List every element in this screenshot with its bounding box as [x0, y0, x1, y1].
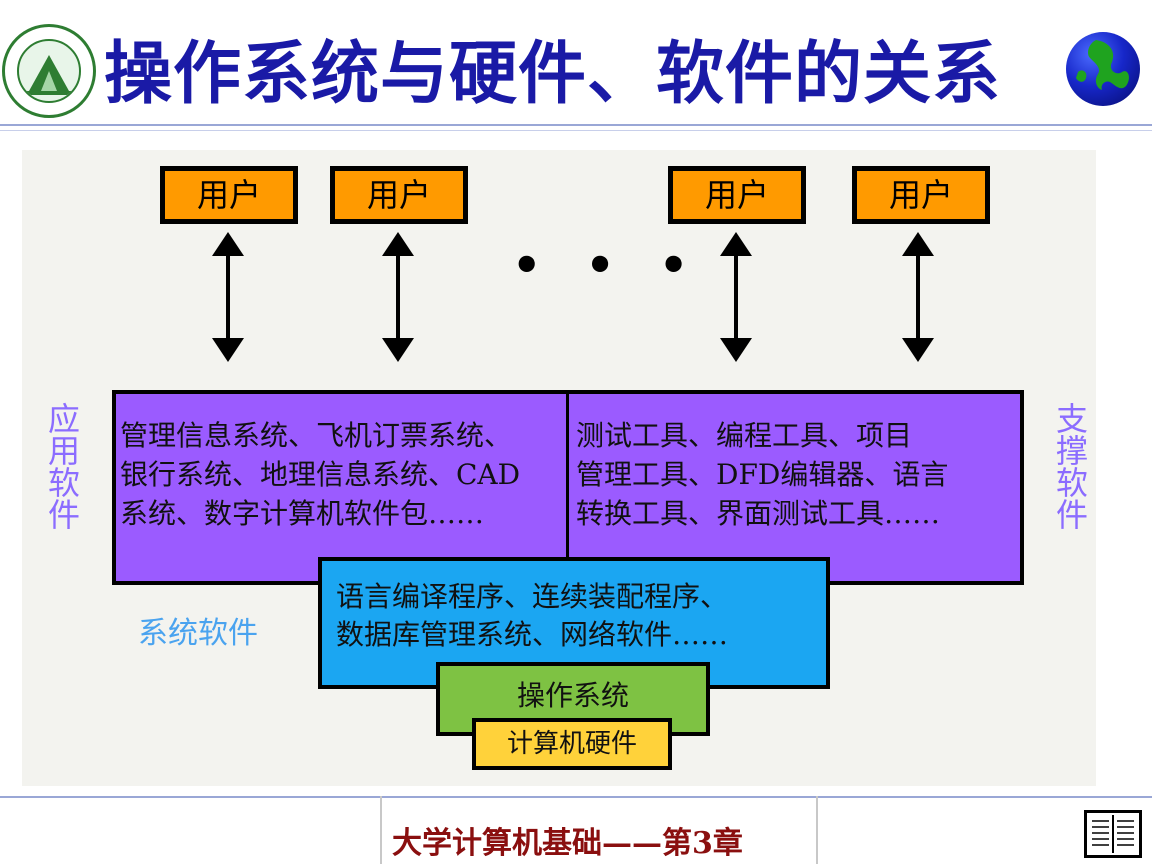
double-arrow-icon [720, 232, 752, 362]
support-software-line-2: 管理工具、DFD编辑器、语言 [576, 458, 949, 491]
page-title: 操作系统与硬件、软件的关系 [104, 35, 1002, 114]
layer-divider [566, 392, 569, 558]
system-software-label: 系统软件 [138, 616, 258, 651]
header-divider-thin [0, 130, 1152, 131]
support-software-line-1: 测试工具、编程工具、项目 [576, 419, 913, 452]
logo-emblem-icon [17, 39, 81, 103]
support-software-line-3: 转换工具、界面测试工具…… [576, 497, 941, 530]
user-box-3: 用户 [668, 166, 806, 224]
system-software-line-2: 数据库管理系统、网络软件…… [336, 618, 729, 651]
double-arrow-icon [212, 232, 244, 362]
application-software-line-2: 银行系统、地理信息系统、CAD [120, 458, 521, 491]
system-software-line-1: 语言编译程序、连续装配程序、 [336, 580, 729, 613]
globe-icon [1066, 32, 1140, 106]
footer-separator-right [816, 796, 818, 864]
application-software-label: 应用软件 [43, 402, 81, 530]
application-software-line-1: 管理信息系统、飞机订票系统、 [120, 419, 513, 452]
university-logo [2, 24, 96, 118]
header-divider [0, 124, 1152, 126]
user-box-1: 用户 [160, 166, 298, 224]
user-box-2: 用户 [330, 166, 468, 224]
double-arrow-icon [902, 232, 934, 362]
footer-separator-left [380, 796, 382, 864]
application-software-line-3: 系统、数字计算机软件包…… [120, 497, 485, 530]
footer-divider [0, 796, 1152, 798]
user-box-4: 用户 [852, 166, 990, 224]
hardware-layer: 计算机硬件 [472, 718, 672, 770]
footer-course-title: 大学计算机基础——第3章 [392, 826, 743, 861]
book-icon[interactable] [1084, 810, 1142, 858]
more-users-ellipsis: • • • [512, 238, 703, 292]
double-arrow-icon [382, 232, 414, 362]
support-software-label: 支撑软件 [1051, 402, 1089, 530]
